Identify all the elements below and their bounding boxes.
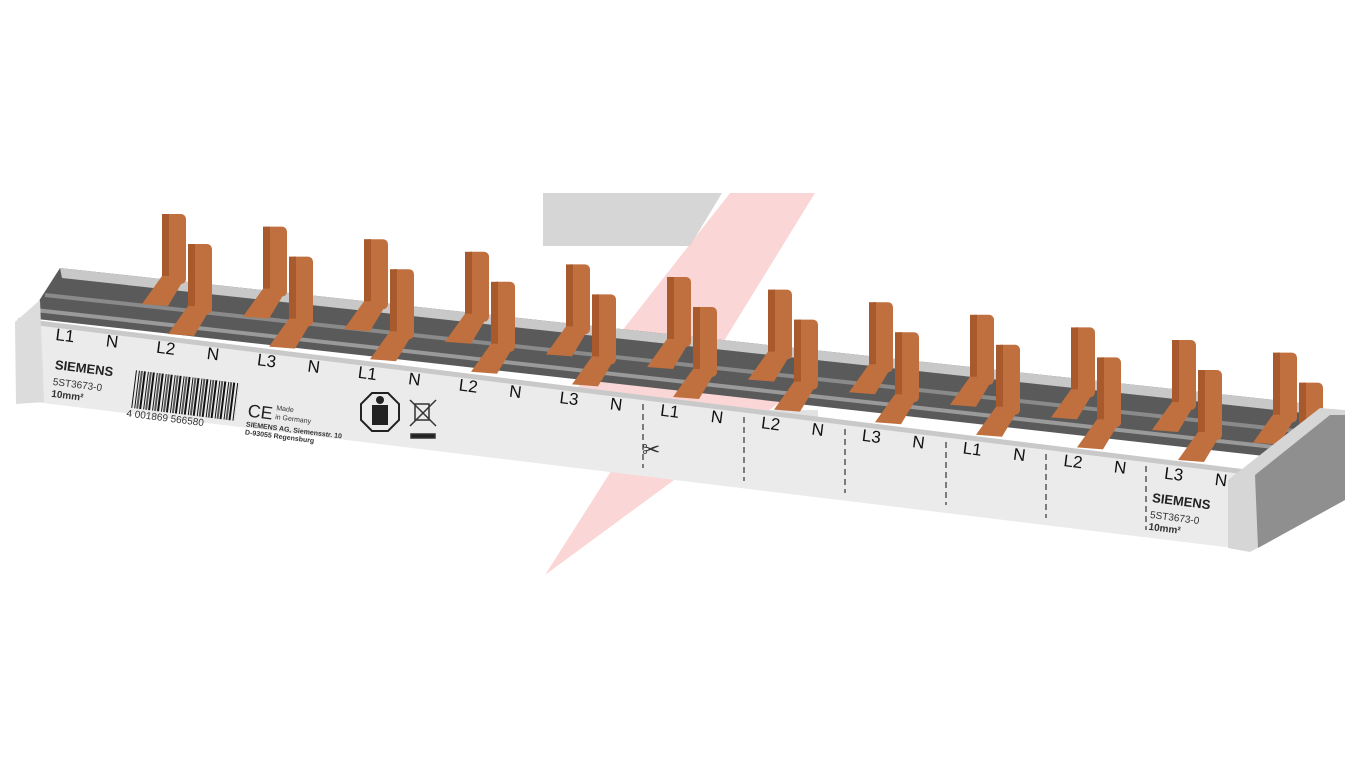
phase-label: N — [710, 407, 725, 427]
phase-label: L2 — [760, 413, 781, 434]
phase-label: L1 — [659, 401, 680, 422]
busbar-housing: ✂ — [15, 214, 1345, 552]
phase-label: N — [508, 382, 523, 402]
phase-label: L3 — [1163, 464, 1184, 485]
copper-pin — [344, 239, 388, 332]
weee-bin-icon — [409, 399, 437, 439]
copper-pin — [471, 281, 515, 374]
copper-pin — [673, 307, 717, 399]
phase-label: N — [206, 344, 221, 364]
copper-pins — [142, 214, 1323, 475]
phase-label: N — [911, 432, 926, 452]
phase-label: N — [306, 357, 321, 377]
copper-pin — [370, 269, 414, 362]
copper-pin — [774, 319, 818, 412]
phase-label: L3 — [558, 388, 579, 409]
cross-section-right: 10mm² — [1148, 522, 1182, 537]
copper-pin — [748, 289, 792, 382]
copper-pin — [1253, 352, 1297, 445]
copper-pin — [445, 251, 489, 344]
copper-pin — [976, 344, 1020, 437]
scissors-icon: ✂ — [642, 437, 660, 462]
phase-label: N — [609, 394, 624, 414]
copper-pin — [243, 226, 287, 319]
copper-pin — [849, 302, 893, 395]
phase-label: N — [810, 420, 825, 440]
cut-lines — [642, 404, 1147, 530]
phase-label: N — [1012, 445, 1027, 465]
brand-right: SIEMENS — [1151, 490, 1211, 512]
copper-pin — [168, 244, 212, 336]
copper-pin — [1077, 357, 1121, 450]
copper-pin — [572, 294, 616, 387]
phase-label: L2 — [458, 376, 479, 397]
phase-label: L3 — [861, 426, 882, 447]
phase-label: L1 — [54, 325, 75, 346]
copper-pin — [647, 277, 691, 369]
phase-label: N — [105, 331, 120, 351]
copper-pin — [142, 214, 186, 306]
cross-section-left: 10mm² — [51, 389, 85, 404]
phase-label: L1 — [962, 439, 983, 460]
copper-pin — [875, 332, 919, 425]
copper-pin — [1178, 370, 1222, 462]
phase-label: N — [1214, 470, 1229, 490]
copper-pin — [269, 256, 313, 349]
phase-label: L2 — [155, 338, 176, 359]
svg-text:in Germany: in Germany — [275, 414, 312, 426]
copper-pin — [1051, 327, 1095, 420]
phase-label: L1 — [357, 363, 378, 384]
phase-label: N — [407, 369, 422, 389]
brand-left: SIEMENS — [54, 357, 114, 379]
phase-label: N — [1113, 457, 1128, 477]
copper-pin — [1152, 340, 1196, 432]
svg-text:Made: Made — [276, 405, 294, 414]
phase-label: L3 — [256, 350, 277, 371]
copper-pin — [546, 264, 590, 357]
copper-pin — [950, 314, 994, 407]
phase-label: L2 — [1062, 451, 1083, 472]
ce-mark: CE — [247, 401, 274, 424]
electrician-icon — [360, 392, 400, 432]
